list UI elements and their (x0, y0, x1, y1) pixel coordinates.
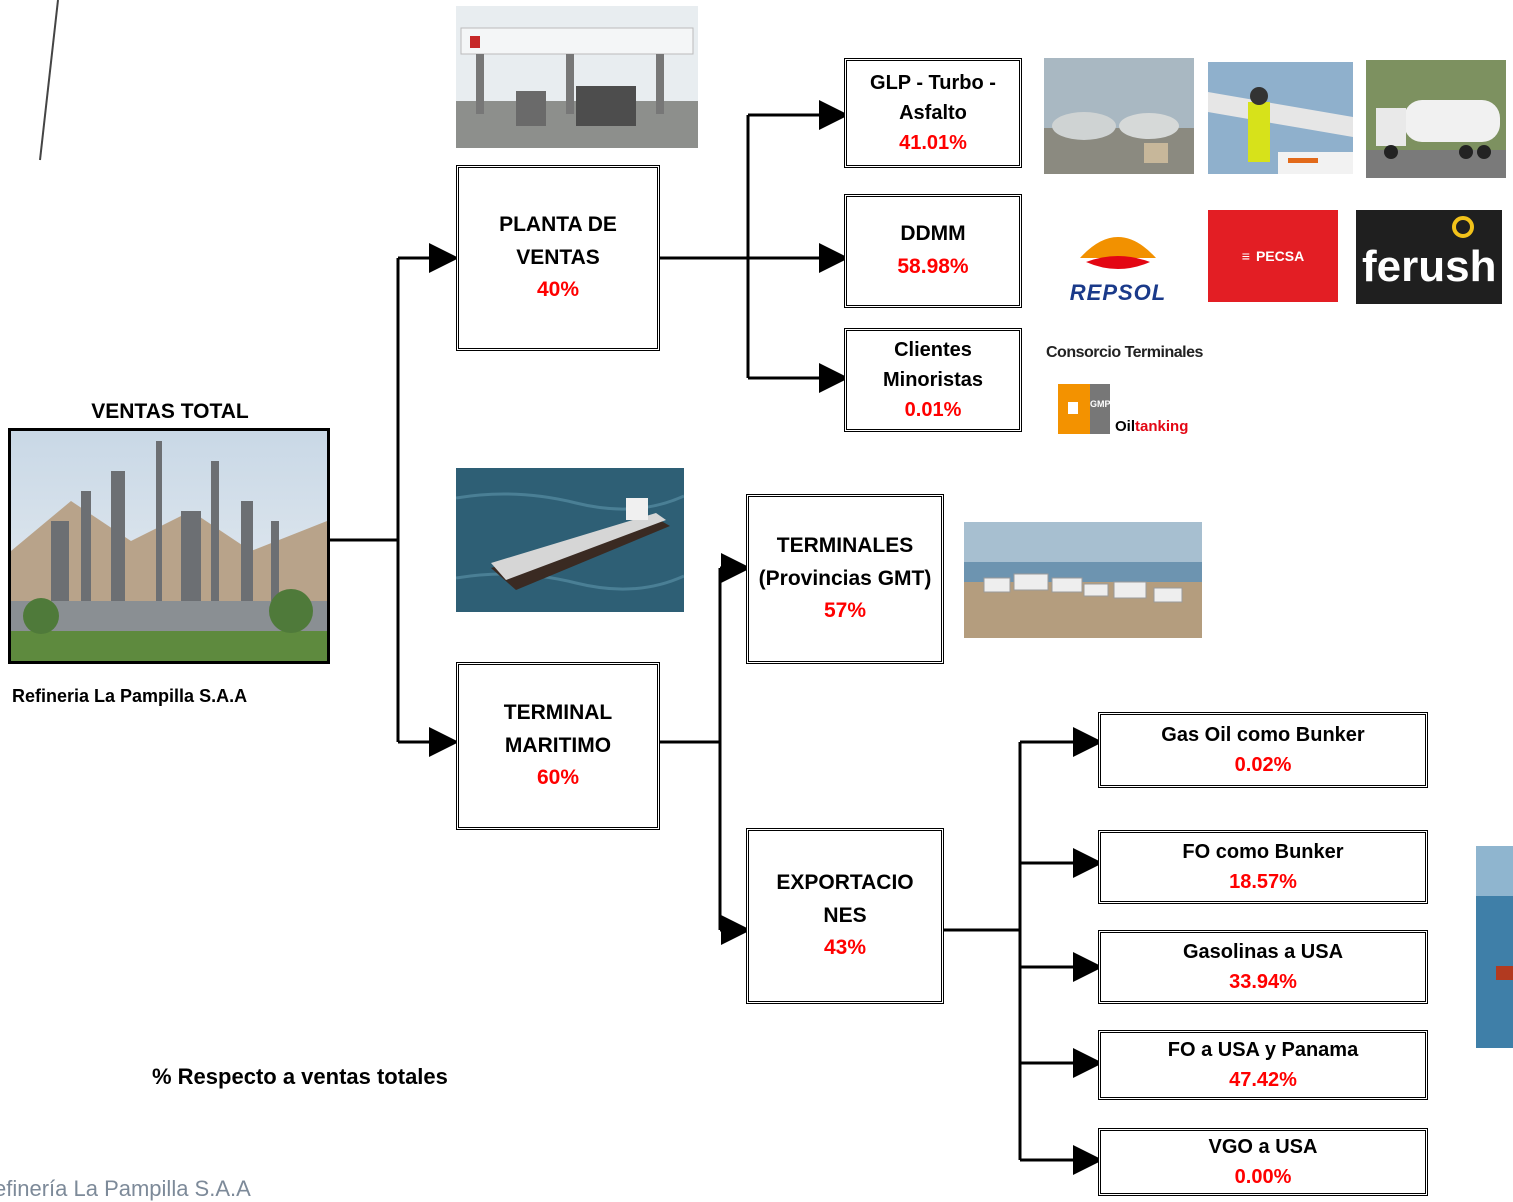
repsol-mark-icon (1080, 237, 1156, 269)
terminal-maritimo-box: TERMINAL MARITIMO 60% (456, 662, 660, 830)
exportaciones-percent: 43% (823, 936, 867, 960)
fuel-truck-photo (1366, 60, 1506, 178)
fo-usa-panama-title: FO a USA y Panama (1167, 1039, 1359, 1061)
glp-title: GLP - Turbo - Asfalto (870, 72, 996, 124)
pecsa-logo: ≡ PECSA (1208, 210, 1338, 302)
exportaciones-box: EXPORTACIO NES 43% (746, 828, 944, 1004)
ferush-text: ferush (1362, 242, 1497, 291)
terminal-percent: 60% (536, 766, 580, 790)
fo-usa-panama-percent: 47.42% (1229, 1069, 1297, 1091)
gas-oil-bunker-percent: 0.02% (1234, 754, 1292, 776)
fo-bunker-percent: 18.57% (1229, 871, 1297, 893)
clientes-percent: 0.01% (904, 399, 962, 421)
gas-oil-bunker-title: Gas Oil como Bunker (1161, 724, 1365, 746)
terminales-percent: 57% (823, 599, 867, 623)
fo-bunker-box: FO como Bunker 18.57% (1098, 830, 1428, 904)
storage-terminal-photo (964, 522, 1202, 638)
ddmm-title: DDMM (900, 222, 966, 246)
planta-de-ventas-box: PLANTA DE VENTAS 40% (456, 165, 660, 351)
gasolinas-usa-title: Gasolinas a USA (1182, 941, 1344, 963)
fo-usa-panama-box: FO a USA y Panama 47.42% (1098, 1030, 1428, 1100)
planta-percent: 40% (536, 278, 580, 302)
root-caption: Refineria La Pampilla S.A.A (12, 686, 248, 706)
pecsa-text: PECSA (1255, 248, 1305, 264)
planta-title: PLANTA DE VENTAS (499, 213, 617, 269)
fo-bunker-title: FO como Bunker (1182, 841, 1344, 863)
gasolinas-usa-box: Gasolinas a USA 33.94% (1098, 930, 1428, 1004)
repsol-text: REPSOL (1069, 280, 1167, 305)
terminales-box: TERMINALES (Provincias GMT) 57% (746, 494, 944, 664)
vgo-usa-box: VGO a USA 0.00% (1098, 1128, 1428, 1196)
ship-at-sea-photo (1476, 846, 1513, 1048)
clientes-title: Clientes Minoristas (882, 339, 984, 391)
vgo-usa-percent: 0.00% (1234, 1166, 1292, 1188)
consorcio-terminales-logo: Consorcio Terminales (1046, 344, 1203, 361)
gas-oil-bunker-box: Gas Oil como Bunker 0.02% (1098, 712, 1428, 788)
oiltanking-text-a: Oil (1115, 418, 1136, 435)
gas-station-photo (456, 6, 698, 148)
refinery-photo (8, 428, 330, 664)
glp-turbo-asfalto-box: GLP - Turbo - Asfalto 41.01% (844, 58, 1022, 168)
ddmm-percent: 58.98% (897, 255, 969, 278)
gmp-logo (1058, 384, 1090, 434)
ddmm-box: DDMM 58.98% (844, 194, 1022, 308)
gmp-text: GMP (1090, 384, 1111, 434)
oiltanking-logo: Oiltanking (1115, 418, 1188, 435)
vgo-usa-title: VGO a USA (1208, 1136, 1318, 1158)
glp-spheres-photo (1044, 58, 1194, 174)
glp-percent: 41.01% (899, 132, 967, 154)
note-text: % Respecto a ventas totales (152, 1064, 448, 1089)
footer-text: efinería La Pampilla S.A.A (0, 1176, 251, 1201)
tanker-ship-photo (456, 468, 684, 612)
lightbulb-icon (1452, 216, 1474, 238)
root-heading: VENTAS TOTAL (91, 400, 249, 423)
oiltanking-text-b: tanking (1135, 418, 1189, 435)
terminal-title: TERMINAL MARITIMO (503, 701, 613, 757)
repsol-logo: REPSOL (1058, 218, 1178, 305)
exportaciones-title: EXPORTACIO NES (776, 871, 914, 927)
pecsa-stripes-icon: ≡ (1241, 248, 1250, 264)
gasolinas-usa-percent: 33.94% (1229, 971, 1297, 993)
airplane-fueling-photo (1208, 62, 1353, 174)
terminales-title: TERMINALES (Provincias GMT) (758, 534, 932, 590)
clientes-minoristas-box: Clientes Minoristas 0.01% (844, 328, 1022, 432)
ferush-logo: ferush (1356, 210, 1502, 304)
